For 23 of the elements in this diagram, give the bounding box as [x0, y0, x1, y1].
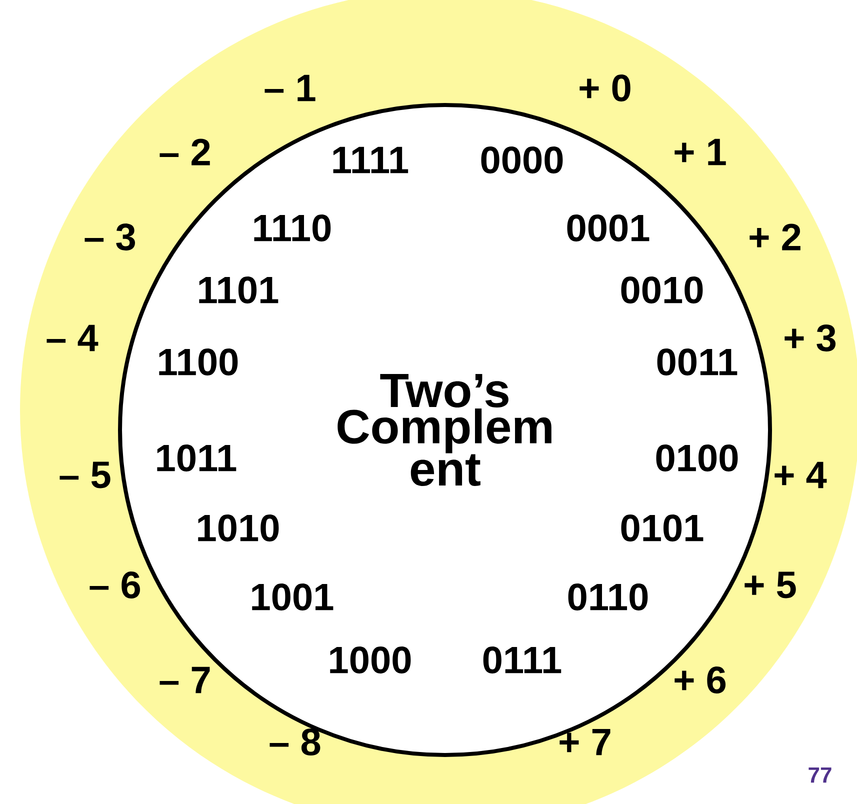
value-label: – 7 [160, 666, 210, 694]
page-number: 77 [808, 767, 832, 783]
bit-pattern-label: 0000 [481, 146, 563, 174]
value-label: + 7 [560, 728, 610, 756]
bit-pattern-label: 1011 [157, 444, 236, 472]
bit-pattern-label: 1110 [254, 214, 331, 242]
value-label: – 2 [160, 138, 210, 166]
value-label: + 6 [674, 666, 726, 694]
bit-pattern-label: 1101 [199, 276, 278, 304]
bit-pattern-label: 0111 [483, 646, 562, 674]
bit-pattern-label: 1111 [333, 146, 408, 174]
bit-pattern-label: 0101 [621, 514, 704, 542]
bit-pattern-label: 1001 [252, 584, 334, 610]
bit-pattern-label: 0011 [657, 348, 738, 376]
value-label: – 8 [270, 728, 320, 756]
bit-pattern-label: 0100 [656, 444, 738, 472]
bit-pattern-label: 0001 [567, 214, 650, 242]
bit-pattern-label: 1100 [159, 348, 238, 376]
bit-pattern-label: 0010 [621, 276, 703, 304]
bit-pattern-label: 0110 [568, 584, 648, 610]
bit-pattern-label: 1010 [198, 514, 279, 542]
bit-pattern-label: 1000 [330, 646, 411, 674]
value-label: + 1 [674, 138, 726, 166]
